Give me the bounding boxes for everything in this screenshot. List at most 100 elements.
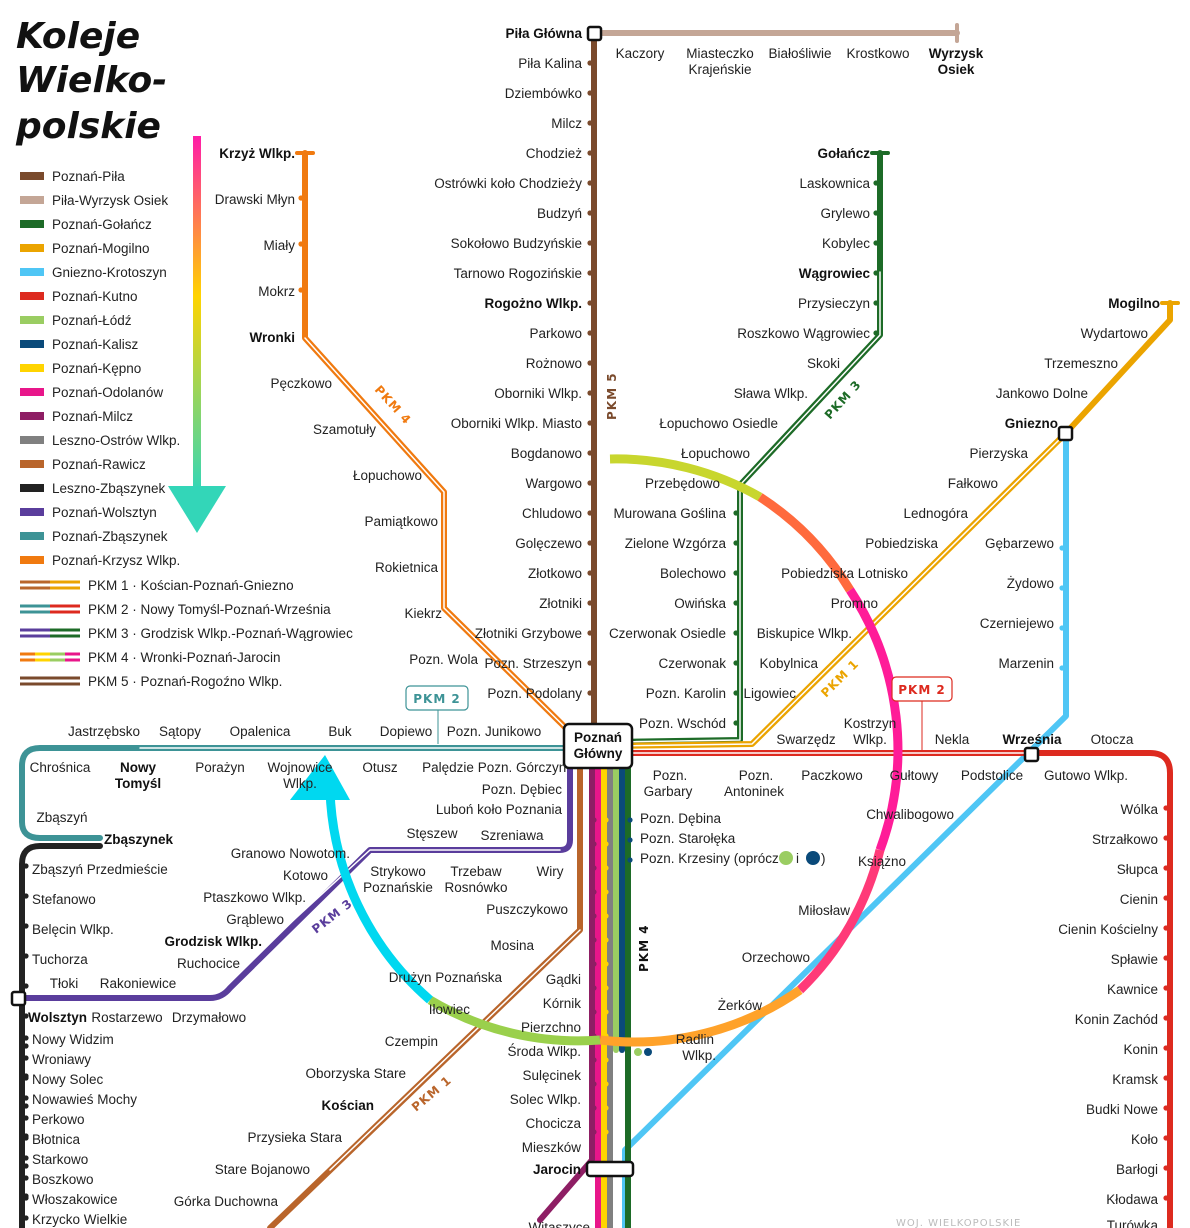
station-label-pobiedziska[interactable]: Pobiedziska [865,536,938,551]
station-label-podstolice[interactable]: Podstolice [961,768,1023,783]
station-label-peczkowo[interactable]: Pęczkowo [270,376,332,391]
station-box-gniezno[interactable] [1057,425,1074,442]
station-label-wydartowo[interactable]: Wydartowo [1081,326,1148,341]
station-box-poznan-glowny[interactable] [562,722,634,770]
station-label-wargowo[interactable]: Wargowo [525,476,582,491]
station-label-przysieczyn[interactable]: Przysieczyn [798,296,870,311]
station-label-sroda[interactable]: Środa Wlkp. [507,1044,581,1059]
station-label-krzesiny-i[interactable]: i [796,851,799,866]
station-label-kotowo[interactable]: Kotowo [283,868,328,883]
station-label-kostrzyn1[interactable]: Kostrzyn [844,716,897,731]
station-label-pobiedziska-l[interactable]: Pobiedziska Lotnisko [781,566,908,581]
station-label-przebedowo[interactable]: Przebędowo [645,476,720,491]
station-label-kobylec[interactable]: Kobylec [822,236,870,251]
station-label-milcz[interactable]: Milcz [551,116,582,131]
station-label-kolo[interactable]: Koło [1131,1132,1158,1147]
station-label-gebarzewo[interactable]: Gębarzewo [985,536,1054,551]
station-label-nekla[interactable]: Nekla [935,732,970,747]
station-label-rokietnica[interactable]: Rokietnica [375,560,439,575]
station-label-krzycko[interactable]: Krzycko Wielkie [32,1212,127,1227]
station-label-zbaszyn-p[interactable]: Zbąszyń Przedmieście [32,862,168,877]
station-label-rakoniewice[interactable]: Rakoniewice [100,976,177,991]
station-label-falkowo[interactable]: Fałkowo [948,476,998,491]
station-label-pozn-garbary2[interactable]: Garbary [644,784,693,799]
station-label-splawie[interactable]: Spławie [1111,952,1158,967]
station-label-mogilno[interactable]: Mogilno [1108,296,1160,311]
station-label-pozn-debina[interactable]: Pozn. Dębina [640,811,722,826]
station-label-szreniawa[interactable]: Szreniawa [480,828,544,843]
station-label-konin[interactable]: Konin [1123,1042,1158,1057]
station-label-klodawa[interactable]: Kłodawa [1106,1192,1158,1207]
station-label-wroniawy[interactable]: Wroniawy [32,1052,91,1067]
station-label-murowana[interactable]: Murowana Goślina [613,506,726,521]
station-label-pozn-gorczyn[interactable]: Pozn. Górczyn [478,760,567,775]
station-label-szamotuly[interactable]: Szamotuły [313,422,376,437]
station-label-nowy-t1[interactable]: Nowy [120,760,156,775]
station-label-pierzchno[interactable]: Pierzchno [521,1020,581,1035]
station-label-miasteczko2[interactable]: Krajeńskie [688,62,751,77]
station-label-pozn-junikowo[interactable]: Pozn. Junikowo [447,724,542,739]
station-label-wrzesnia[interactable]: Września [1002,732,1062,747]
station-label-ligowiec[interactable]: Ligowiec [743,686,796,701]
station-label-otusz[interactable]: Otusz [362,760,398,775]
station-label-cienin-k[interactable]: Cienin Kościelny [1058,922,1158,937]
station-label-mieszkow[interactable]: Mieszków [522,1140,582,1155]
station-label-pierzyska[interactable]: Pierzyska [969,446,1028,461]
station-label-nowawies[interactable]: Nowawieś Mochy [32,1092,137,1107]
station-label-witaszyce[interactable]: Witaszyce [528,1220,590,1228]
station-label-pozn-wola[interactable]: Pozn. Wola [409,652,478,667]
station-label-kornik[interactable]: Kórnik [543,996,582,1011]
station-box-jarocin[interactable] [585,1160,635,1178]
station-label-paczkowo[interactable]: Paczkowo [801,768,863,783]
station-label-steszew[interactable]: Stęszew [406,826,457,841]
station-label-starkowo[interactable]: Starkowo [32,1152,88,1167]
station-label-sulecinek[interactable]: Sulęcinek [522,1068,581,1083]
station-label-stare-boj[interactable]: Stare Bojanowo [215,1162,310,1177]
station-label-pozn-wschod[interactable]: Pozn. Wschód [639,716,726,731]
station-label-marzenin[interactable]: Marzenin [998,656,1054,671]
station-label-dopiewo[interactable]: Dopiewo [380,724,433,739]
station-label-wloszakowice[interactable]: Włoszakowice [32,1192,118,1207]
station-label-perkowo[interactable]: Perkowo [32,1112,85,1127]
station-label-barlogi[interactable]: Barłogi [1116,1162,1158,1177]
station-label-oborniki[interactable]: Oborniki Wlkp. [494,386,582,401]
station-label-kobylnica[interactable]: Kobylnica [759,656,818,671]
station-label-nowy-solec[interactable]: Nowy Solec [32,1072,104,1087]
station-label-budzyn[interactable]: Budzyń [537,206,582,221]
station-box-wrzesnia[interactable] [1023,746,1040,763]
station-label-tarnowo[interactable]: Tarnowo Rogozińskie [454,266,582,281]
station-label-krostkowo[interactable]: Krostkowo [846,46,909,61]
station-label-gultowy[interactable]: Gułtowy [890,768,939,783]
station-label-ksiazno[interactable]: Książno [858,854,906,869]
station-label-konin-z[interactable]: Konin Zachód [1075,1012,1158,1027]
station-label-solec[interactable]: Solec Wlkp. [510,1092,581,1107]
station-label-chocicza[interactable]: Chocicza [525,1116,581,1131]
station-label-zerkow[interactable]: Żerków [718,998,763,1013]
station-label-gadki[interactable]: Gądki [546,972,581,987]
station-label-oborzyska[interactable]: Oborzyska Stare [305,1066,406,1081]
station-label-pozn-antoninek2[interactable]: Antoninek [724,784,784,799]
station-label-tloki[interactable]: Tłoki [50,976,79,991]
station-label-trzebaw2[interactable]: Rosnówko [444,880,507,895]
station-label-cienin[interactable]: Cienin [1120,892,1158,907]
station-label-boszkowo[interactable]: Boszkowo [32,1172,94,1187]
station-label-koscian[interactable]: Kościan [321,1098,374,1113]
station-label-ruchocice[interactable]: Ruchocice [177,956,240,971]
station-label-wyrzysk1[interactable]: Wyrzysk [929,46,984,61]
station-label-oborniki-m[interactable]: Oborniki Wlkp. Miasto [451,416,582,431]
station-label-pila-glowna[interactable]: Piła Główna [505,26,582,41]
station-label-krzyz[interactable]: Krzyż Wlkp. [219,146,295,161]
station-label-strykowo2[interactable]: Poznańskie [363,880,433,895]
station-box-wolsztyn[interactable] [10,990,27,1007]
station-label-zbaszynek[interactable]: Zbąszynek [104,832,174,847]
station-label-miloslaw[interactable]: Miłosław [798,903,850,918]
station-label-zlotniki[interactable]: Złotniki [539,596,582,611]
station-label-pamiatkowo[interactable]: Pamiątkowo [364,514,438,529]
station-label-kostrzyn2[interactable]: Wlkp. [853,732,887,747]
station-label-buk[interactable]: Buk [328,724,352,739]
station-label-bolechowo[interactable]: Bolechowo [660,566,726,581]
station-label-granowo[interactable]: Granowo Nowotom. [231,846,350,861]
station-label-stefanowo[interactable]: Stefanowo [32,892,96,907]
station-label-promno[interactable]: Promno [831,596,878,611]
station-label-blotnica[interactable]: Błotnica [32,1132,81,1147]
